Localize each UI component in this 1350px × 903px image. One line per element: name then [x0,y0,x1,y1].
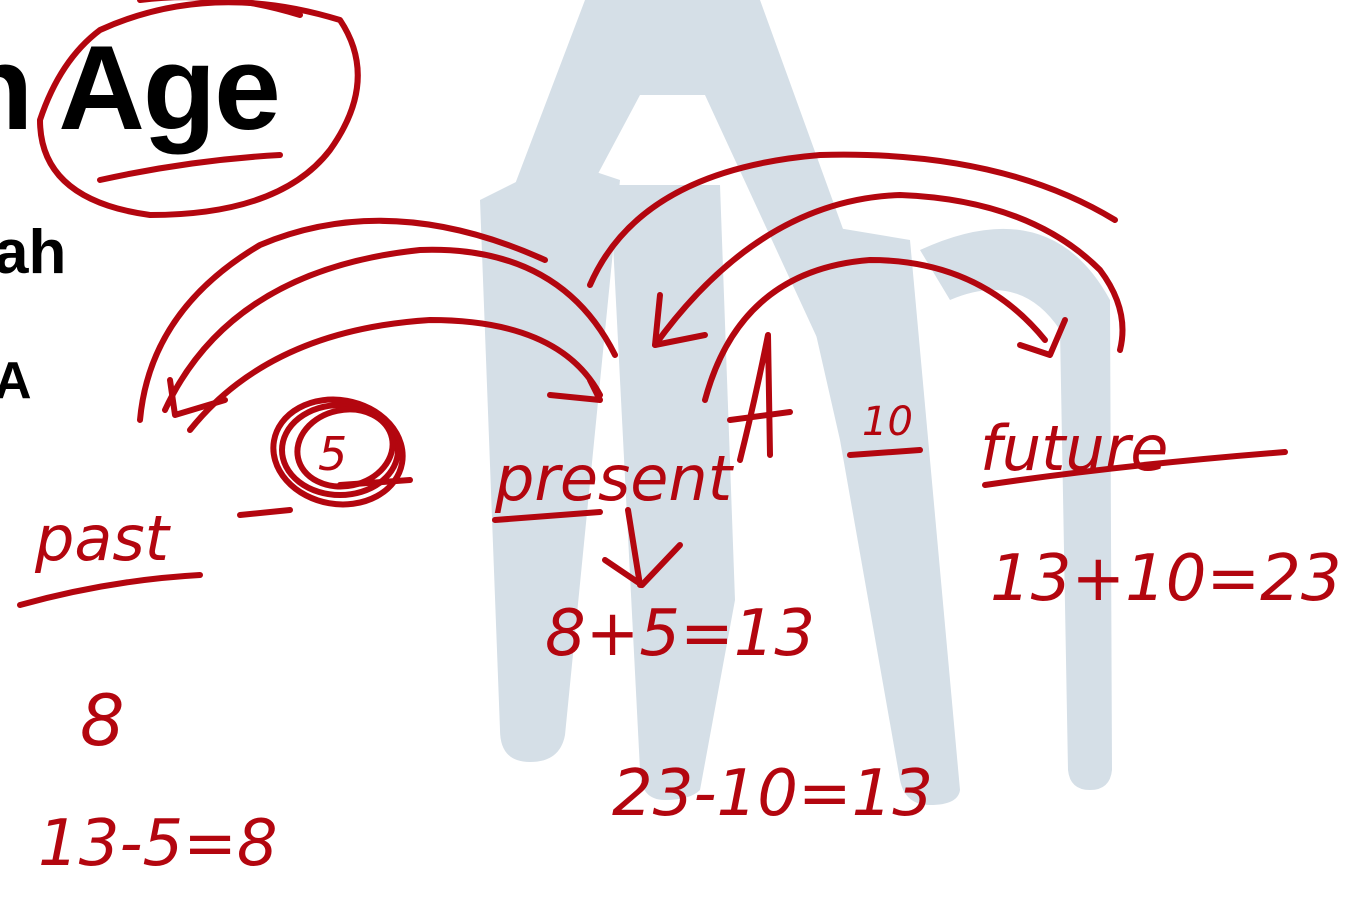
past-gap-circle-1 [279,402,401,498]
slide-subtitle-fragment: ah [0,218,67,287]
arc-past-middle [162,246,618,413]
equation-present-from-past: 8+5=13 [545,597,815,671]
arrowhead-future [1017,317,1068,358]
timeline-label-present: present [494,442,735,515]
future-underline [982,449,1288,488]
arc-past-outer [137,217,548,423]
arc-future-inner [702,257,1048,403]
title-circle-mark [37,0,361,218]
timeline-label-future: future [980,412,1168,485]
equation-past-value: 8 [80,680,125,762]
present-tick-mark [727,409,793,423]
slide-subtitle-fragment-2: A [0,352,32,410]
future-gap-value: 10 [862,399,913,445]
past-gap-dash [237,507,293,518]
title-underline-mark [97,152,283,183]
past-gap-circle-2 [294,406,396,490]
watermark-head-arm [490,0,905,420]
watermark-right-leg [790,220,960,805]
arc-future-middle [652,192,1126,353]
past-gap-circle-3 [270,396,406,508]
arrowhead-present-in [547,377,603,403]
arrowhead-past-left [167,377,228,418]
title-top-mark [137,0,303,18]
slide-title-fragment: n Age [0,21,281,155]
present-down-arrow-shaft [625,507,643,588]
past-gap-value: 5 [318,427,347,481]
equation-past-from-present: 13-5=8 [38,807,278,881]
timeline-label-past: past [34,502,172,575]
equation-present-from-future: 23-10=13 [612,757,933,831]
present-down-arrowhead [602,542,683,588]
present-underline [492,509,603,523]
arc-past-inner [187,317,603,433]
arc-future-outer [587,151,1118,288]
arrowhead-present-left [652,292,708,348]
watermark-center-leg [610,185,735,800]
past-underline [17,572,203,608]
watermark-cane [920,228,1112,790]
equation-future-from-present: 13+10=23 [990,542,1342,616]
future-gap-underline [847,447,923,458]
present-divider-mark [737,332,773,463]
